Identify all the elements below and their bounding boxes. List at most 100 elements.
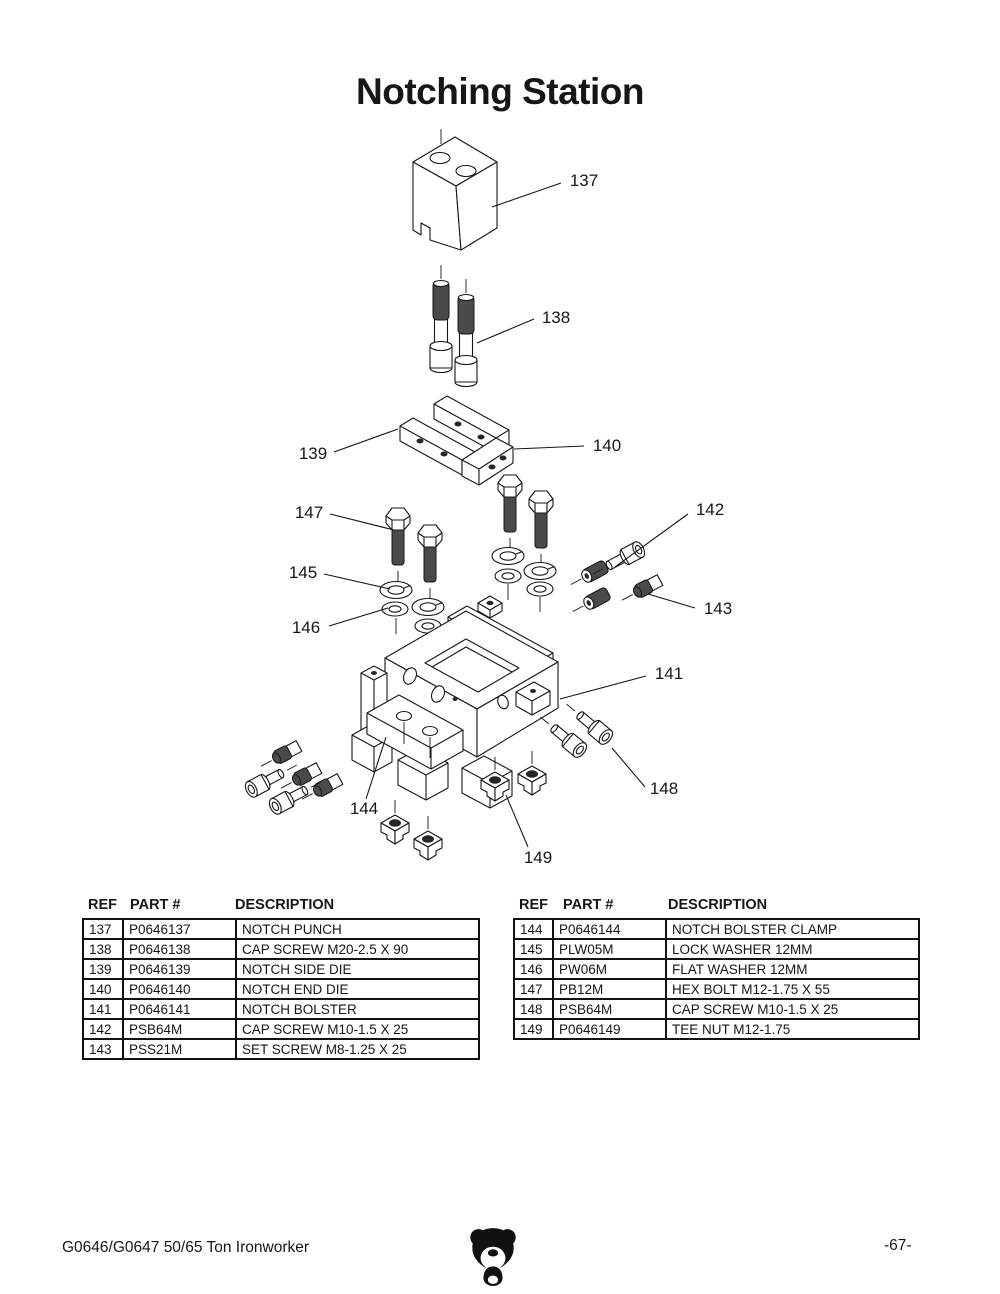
- part-cap-screws-right: [567, 539, 664, 619]
- table-row: 144 P0646144 NOTCH BOLSTER CLAMP: [513, 918, 920, 940]
- table-row: 141 P0646141 NOTCH BOLSTER: [82, 998, 480, 1020]
- part-label-142: 142: [696, 500, 724, 519]
- part-label-144: 144: [350, 799, 378, 818]
- part-label-149: 149: [524, 848, 552, 867]
- cell-ref: 147: [513, 978, 554, 1000]
- cell-desc: LOCK WASHER 12MM: [665, 938, 920, 960]
- part-label-148: 148: [650, 779, 678, 798]
- part-label-138: 138: [542, 308, 570, 327]
- leader-line-143: [647, 593, 696, 609]
- cell-desc: NOTCH SIDE DIE: [235, 958, 480, 980]
- cell-ref: 143: [82, 1038, 124, 1060]
- part-label-140: 140: [593, 436, 621, 455]
- table-row: 138 P0646138 CAP SCREW M20-2.5 X 90: [82, 938, 480, 960]
- header-ref: REF: [88, 897, 117, 913]
- table-row: 147 PB12M HEX BOLT M12-1.75 X 55: [513, 978, 920, 1000]
- part-set-screws-left: [242, 739, 344, 817]
- cell-part: PSB64M: [552, 998, 667, 1020]
- leader-line-149: [505, 794, 529, 848]
- leader-line-139: [333, 428, 399, 453]
- table-row: 145 PLW05M LOCK WASHER 12MM: [513, 938, 920, 960]
- leader-line-148: [611, 747, 646, 788]
- leader-line-145: [323, 573, 391, 590]
- cell-ref: 137: [82, 918, 124, 940]
- cell-part: PB12M: [552, 978, 667, 1000]
- part-cap-screws-m20: [429, 264, 478, 388]
- part-label-141: 141: [655, 664, 683, 683]
- page-title: Notching Station: [356, 71, 644, 112]
- right-table-header: REF PART # DESCRIPTION: [513, 897, 918, 915]
- cell-ref: 138: [82, 938, 124, 960]
- footer-model-text: G0646/G0647 50/65 Ton Ironworker: [62, 1239, 310, 1256]
- cell-part: P0646137: [122, 918, 237, 940]
- header-part: PART #: [563, 897, 614, 913]
- part-label-146: 146: [292, 618, 320, 637]
- cell-part: P0646141: [122, 998, 237, 1020]
- cell-part: P0646139: [122, 958, 237, 980]
- leader-line-146: [328, 607, 389, 627]
- header-description: DESCRIPTION: [668, 897, 768, 913]
- cell-desc: CAP SCREW M20-2.5 X 90: [235, 938, 480, 960]
- cell-part: P0646149: [552, 1018, 667, 1040]
- cell-desc: CAP SCREW M10-1.5 X 25: [665, 998, 920, 1020]
- table-row: 139 P0646139 NOTCH SIDE DIE: [82, 958, 480, 980]
- cell-ref: 148: [513, 998, 554, 1020]
- part-labels: 137 138 139 140 141 142 143 144 145 146 …: [289, 171, 732, 867]
- table-row: 148 PSB64M CAP SCREW M10-1.5 X 25: [513, 998, 920, 1020]
- part-notch-end-die: [461, 437, 514, 486]
- cell-desc: FLAT WASHER 12MM: [665, 958, 920, 980]
- cell-desc: NOTCH END DIE: [235, 978, 480, 1000]
- cell-ref: 142: [82, 1018, 124, 1040]
- cell-part: PW06M: [552, 958, 667, 980]
- cell-desc: SET SCREW M8-1.25 X 25: [235, 1038, 480, 1060]
- table-row: 149 P0646149 TEE NUT M12-1.75: [513, 1018, 920, 1040]
- cell-desc: NOTCH PUNCH: [235, 918, 480, 940]
- cell-part: P0646144: [552, 918, 667, 940]
- part-hex-bolts: [385, 474, 554, 603]
- leader-line-144: [365, 736, 387, 800]
- part-notch-punch: [412, 129, 498, 251]
- part-label-143: 143: [704, 599, 732, 618]
- table-row: 143 PSS21M SET SCREW M8-1.25 X 25: [82, 1038, 480, 1060]
- header-ref: REF: [519, 897, 548, 913]
- part-label-147: 147: [295, 503, 323, 522]
- cell-part: P0646138: [122, 938, 237, 960]
- footer-page-number: -67-: [884, 1237, 912, 1254]
- leader-line-141: [559, 675, 647, 700]
- cell-desc: TEE NUT M12-1.75: [665, 1018, 920, 1040]
- cell-ref: 145: [513, 938, 554, 960]
- table-row: 140 P0646140 NOTCH END DIE: [82, 978, 480, 1000]
- cell-part: P0646140: [122, 978, 237, 1000]
- leader-lines: [323, 182, 696, 848]
- cell-desc: CAP SCREW M10-1.5 X 25: [235, 1018, 480, 1040]
- cell-ref: 149: [513, 1018, 554, 1040]
- cell-desc: NOTCH BOLSTER CLAMP: [665, 918, 920, 940]
- part-notch-bolster-clamp: [366, 694, 464, 770]
- parts-table-left: 137 P0646137 NOTCH PUNCH 138 P0646138 CA…: [82, 918, 480, 1060]
- table-row: 137 P0646137 NOTCH PUNCH: [82, 918, 480, 940]
- leader-line-140: [513, 445, 585, 450]
- table-row: 146 PW06M FLAT WASHER 12MM: [513, 958, 920, 980]
- part-label-145: 145: [289, 563, 317, 582]
- cell-part: PSB64M: [122, 1018, 237, 1040]
- part-label-139: 139: [299, 444, 327, 463]
- cell-ref: 141: [82, 998, 124, 1020]
- cell-desc: NOTCH BOLSTER: [235, 998, 480, 1020]
- leader-line-138: [476, 318, 535, 344]
- leader-line-137: [491, 182, 562, 208]
- cell-ref: 144: [513, 918, 554, 940]
- cell-part: PLW05M: [552, 938, 667, 960]
- leader-line-147: [329, 513, 395, 531]
- cell-ref: 146: [513, 958, 554, 980]
- cell-ref: 140: [82, 978, 124, 1000]
- cell-desc: HEX BOLT M12-1.75 X 55: [665, 978, 920, 1000]
- header-description: DESCRIPTION: [235, 897, 335, 913]
- part-label-137: 137: [570, 171, 598, 190]
- grizzly-bear-icon: [470, 1228, 516, 1286]
- leader-line-142: [614, 513, 689, 568]
- table-row: 142 PSB64M CAP SCREW M10-1.5 X 25: [82, 1018, 480, 1040]
- parts-table-right: 144 P0646144 NOTCH BOLSTER CLAMP 145 PLW…: [513, 918, 920, 1040]
- cell-part: PSS21M: [122, 1038, 237, 1060]
- left-table-header: REF PART # DESCRIPTION: [82, 897, 478, 915]
